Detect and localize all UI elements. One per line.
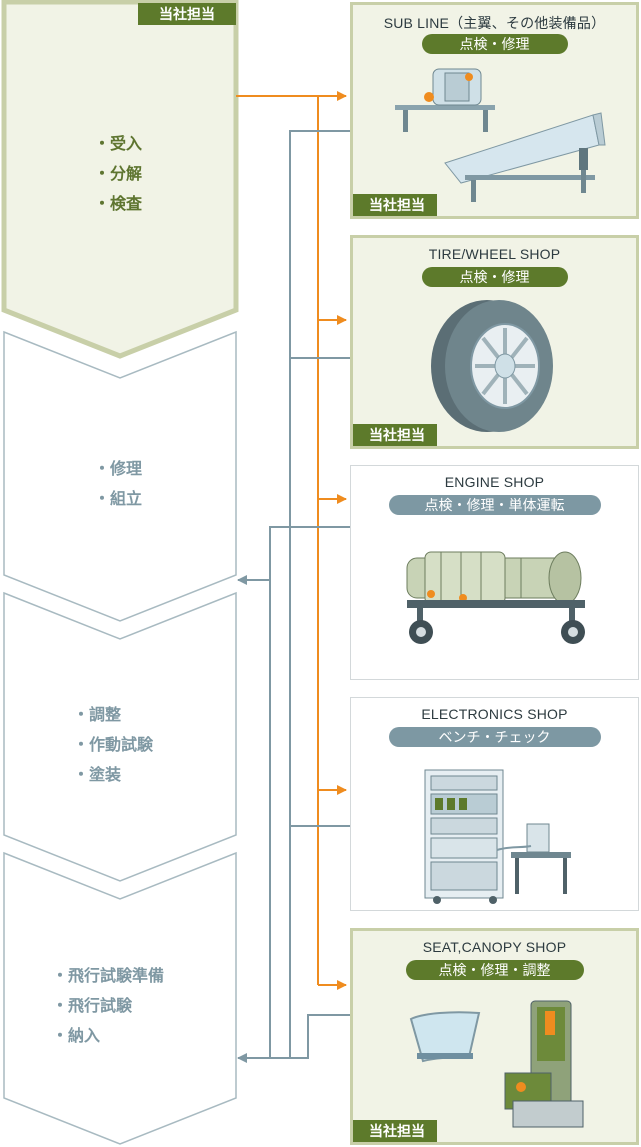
shop-seat-canopy: SEAT,CANOPY SHOP 点検・修理・調整 当社担当: [350, 928, 639, 1145]
step-item: ・納入: [52, 1028, 101, 1045]
shop-title: TIRE/WHEEL SHOP: [428, 246, 561, 262]
ejection-seat-canopy-icon: [409, 1000, 584, 1128]
in-house-tag: 当社担当: [353, 1120, 437, 1142]
process-step-3-shape: [3, 591, 237, 882]
step-item: ・組立: [94, 491, 143, 508]
shop-task-badge: 点検・修理・単体運転: [388, 495, 601, 515]
shop-task-badge: 点検・修理・調整: [405, 960, 584, 980]
shop-title: SEAT,CANOPY SHOP: [422, 939, 567, 955]
return-connectors: [237, 130, 350, 1063]
step-item: ・飛行試験準備: [52, 968, 165, 985]
shop-tire-wheel: TIRE/WHEEL SHOP 点検・修理 当社担当: [350, 235, 639, 449]
step-item: ・作動試験: [73, 737, 154, 754]
subline-equipment-icon: [395, 68, 606, 202]
shop-electronics: ELECTRONICS SHOP ベンチ・チェック: [350, 697, 639, 911]
process-step-4: ・飛行試験準備 ・飛行試験 ・納入: [52, 962, 164, 1052]
shop-title: SUB LINE（主翼、その他装備品）: [383, 15, 606, 31]
shop-title: ELECTRONICS SHOP: [421, 706, 568, 722]
process-step-1: ・受入 ・分解 ・検査: [94, 130, 142, 220]
tire-wheel-icon: [431, 300, 553, 432]
process-step-2-shape: [3, 330, 237, 622]
outbound-connectors: [236, 91, 347, 990]
shop-task-badge: ベンチ・チェック: [388, 727, 601, 747]
step-item: ・修理: [94, 461, 143, 478]
shop-engine: ENGINE SHOP 点検・修理・単体運転: [350, 465, 639, 680]
step-item: ・塗装: [73, 767, 122, 784]
step-item: ・検査: [94, 196, 143, 213]
process-step-2: ・修理 ・組立: [94, 455, 142, 515]
shop-task-badge: 点検・修理: [421, 267, 568, 287]
step-item: ・飛行試験: [52, 998, 133, 1015]
step-item: ・分解: [94, 166, 143, 183]
shop-subline: SUB LINE（主翼、その他装備品） 点検・修理 当社担当: [350, 2, 639, 219]
process-step-3: ・調整 ・作動試験 ・塗装: [73, 701, 153, 791]
step-item: ・調整: [73, 707, 122, 724]
jet-engine-icon: [406, 551, 585, 644]
shop-task-badge: 点検・修理: [421, 34, 568, 54]
process-step-1-shape: [1, 0, 239, 359]
step-item: ・受入: [94, 136, 143, 153]
in-house-tag: 当社担当: [353, 194, 437, 216]
process-step-4-shape: [3, 851, 237, 1145]
in-house-tag: 当社担当: [138, 3, 236, 25]
electronics-rack-icon: [424, 769, 571, 904]
in-house-tag: 当社担当: [353, 424, 437, 446]
shop-title: ENGINE SHOP: [444, 474, 545, 490]
